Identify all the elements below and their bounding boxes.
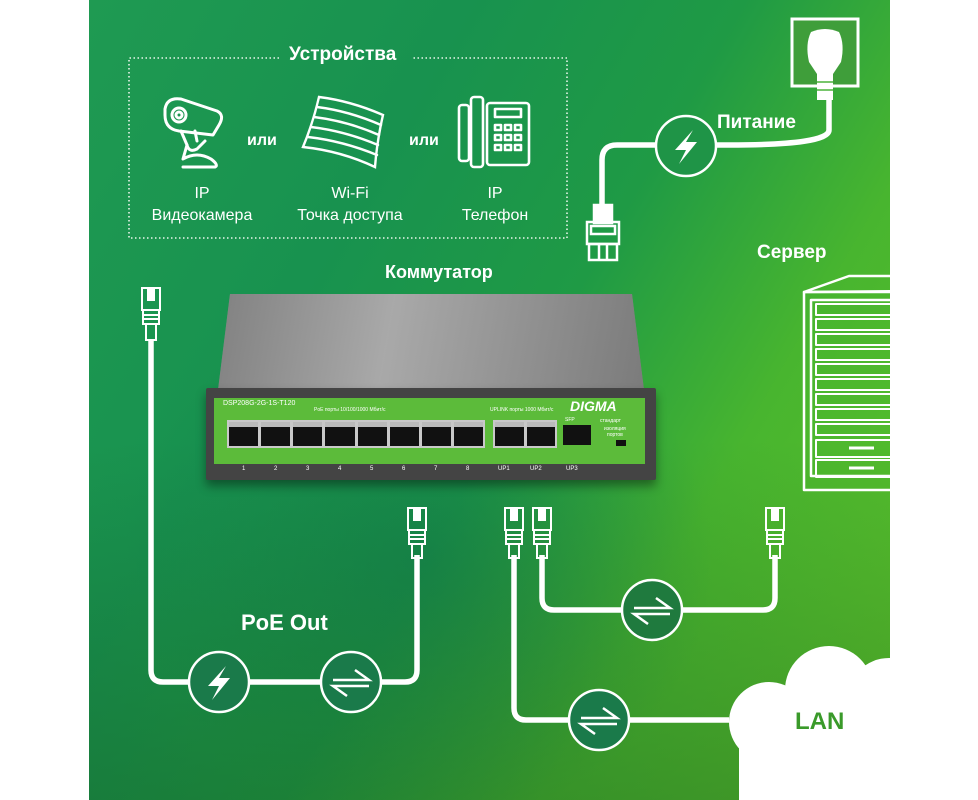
power-label: Питание [717,112,796,133]
switch-model: DSP208G-2G-1S-T120 [223,400,296,407]
uplink-caption: UPLINK порты 1000 Мбит/с [490,407,554,413]
wifi-access-point-icon [301,95,385,169]
power-cable [599,97,832,208]
data-transfer-icon [620,578,684,642]
device-line1: IP [487,185,503,202]
poe-port-group [227,420,485,448]
poe-lightning-icon [187,650,251,714]
port-label: 6 [402,466,406,472]
rj45-port[interactable] [293,422,323,446]
port-labels: 1 2 3 4 5 6 7 8 UP1 UP2 UP3 [214,466,645,476]
switch-front: DSP208G-2G-1S-T120 PoE порты 10/100/1000… [206,388,656,480]
rj45-port[interactable] [389,422,419,446]
rj45-port[interactable] [453,422,483,446]
switch-label: Коммутатор [385,262,493,282]
device-line1: IP [194,185,210,202]
port-label: UP2 [530,466,542,472]
network-diagram: Устройства или или IP Видеокамера Wi-Fi … [89,0,890,800]
device-line1: Wi-Fi [331,185,369,202]
device-line2: Телефон [461,207,529,224]
mode-caption-ports: портов [607,432,623,438]
rj45-port[interactable] [229,422,259,446]
device-line2: Видеокамера [151,207,253,224]
port-label: 2 [274,466,278,472]
port-label: 5 [370,466,374,472]
mode-caption-isolation: изоляция [604,426,626,432]
rj45-port[interactable] [526,422,555,446]
port-label: 7 [434,466,438,472]
server-label: Сервер [757,242,827,263]
ip-camera-icon [163,97,224,169]
network-switch: DSP208G-2G-1S-T120 PoE порты 10/100/1000… [206,294,656,482]
sfp-port[interactable] [563,425,591,445]
data-transfer-icon [567,688,631,752]
port-label: 3 [306,466,310,472]
mode-caption-standard: стандарт [600,418,621,424]
diagram-graphics [128,17,890,800]
rj45-connectors [141,287,785,559]
device-ip-camera-label: IP Видеокамера [137,183,267,227]
rj45-port[interactable] [495,422,524,446]
power-connector-icon [585,203,621,262]
device-line2: Точка доступа [297,207,403,224]
poe-out-cable [148,340,420,685]
data-transfer-icon [319,650,383,714]
port-label: 8 [466,466,470,472]
device-wifi-ap-label: Wi-Fi Точка доступа [285,183,415,227]
devices-title: Устройства [289,44,397,65]
devices-box-border [128,57,568,239]
brand-logo: DIGMA [570,398,617,414]
rj45-port[interactable] [325,422,355,446]
ip-phone-icon [457,95,531,169]
lan-label: LAN [795,708,845,735]
port-label: 4 [338,466,342,472]
rj45-port[interactable] [261,422,291,446]
or-label: или [247,132,277,149]
port-label: 1 [242,466,246,472]
server-rack-icon [802,274,890,492]
wall-socket-icon [790,17,860,100]
device-ip-phone-label: IP Телефон [430,183,560,227]
lan-cloud-icon [729,646,890,800]
port-label: UP1 [498,466,510,472]
poe-ports-caption: PoE порты 10/100/1000 Мбит/с [314,407,386,413]
rj45-port[interactable] [421,422,451,446]
poe-out-label: PoE Out [241,610,328,635]
uplink-port-group [493,420,557,448]
mode-switch-toggle[interactable] [616,440,626,446]
power-lightning-icon [654,114,718,178]
switch-front-panel: DSP208G-2G-1S-T120 PoE порты 10/100/1000… [214,398,645,464]
or-label: или [409,132,439,149]
port-label: UP3 [566,466,578,472]
rj45-port[interactable] [357,422,387,446]
sfp-caption: SFP [565,417,575,423]
